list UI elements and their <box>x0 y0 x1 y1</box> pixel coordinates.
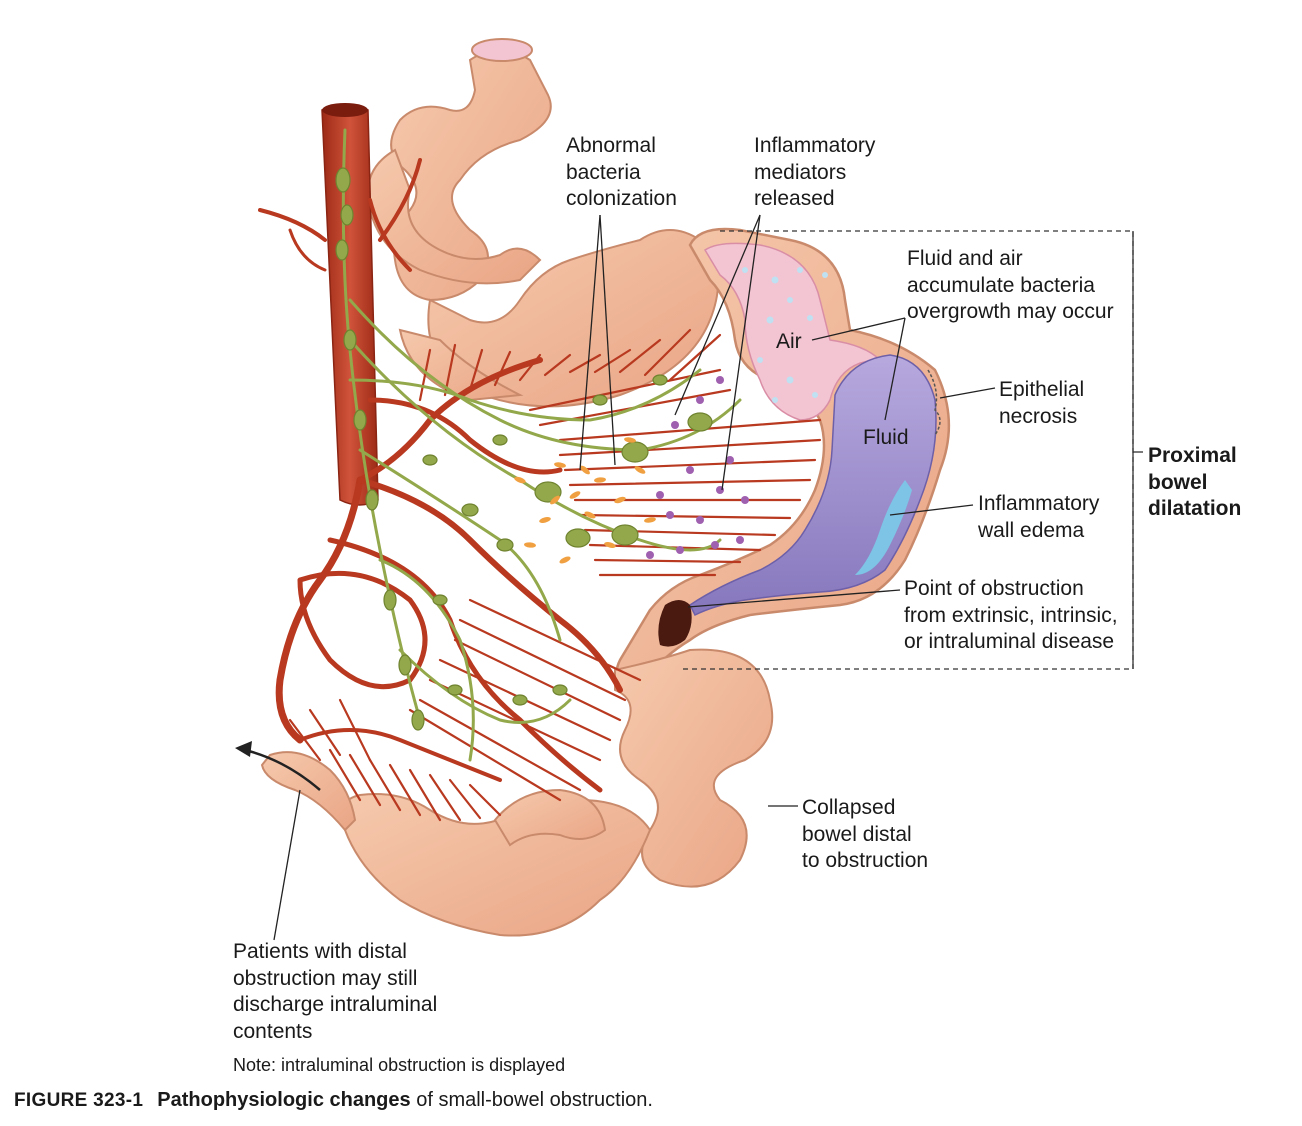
obstruction-mass <box>658 600 692 647</box>
inflammatory-mediators <box>646 376 749 559</box>
discharge-arrowhead <box>235 741 252 757</box>
caption-emphasis: Pathophysiologic changes <box>157 1089 411 1111</box>
figure-caption: FIGURE 323-1 Pathophysiologic changes of … <box>14 1089 653 1112</box>
label-fluid: Fluid <box>863 426 909 449</box>
figure-note: Note: intraluminal obstruction is displa… <box>233 1055 566 1075</box>
leader-lines <box>273 214 996 941</box>
proximal-bracket <box>680 230 1143 670</box>
air-lumen <box>703 242 882 421</box>
label-air: Air <box>776 330 802 353</box>
collapsed-distal-bowel <box>260 648 774 937</box>
proximal-bowel-coils <box>366 49 719 408</box>
bowel-open-end <box>471 38 533 62</box>
mesenteric-vessel <box>321 104 379 506</box>
discharge-arrow <box>244 748 321 791</box>
caption-rest: of small-bowel obstruction. <box>416 1089 653 1111</box>
epithelial-necrosis-edge <box>927 369 941 436</box>
air-bubbles <box>742 267 828 403</box>
lymph-nodes <box>335 167 713 731</box>
vessel-lumen-top <box>322 103 368 117</box>
figure-number: FIGURE 323-1 <box>14 1090 144 1111</box>
bacteria-colonies <box>514 437 656 564</box>
wall-edema <box>855 480 912 575</box>
arterial-arcades <box>258 158 623 793</box>
dilated-bowel-segment <box>615 227 951 692</box>
